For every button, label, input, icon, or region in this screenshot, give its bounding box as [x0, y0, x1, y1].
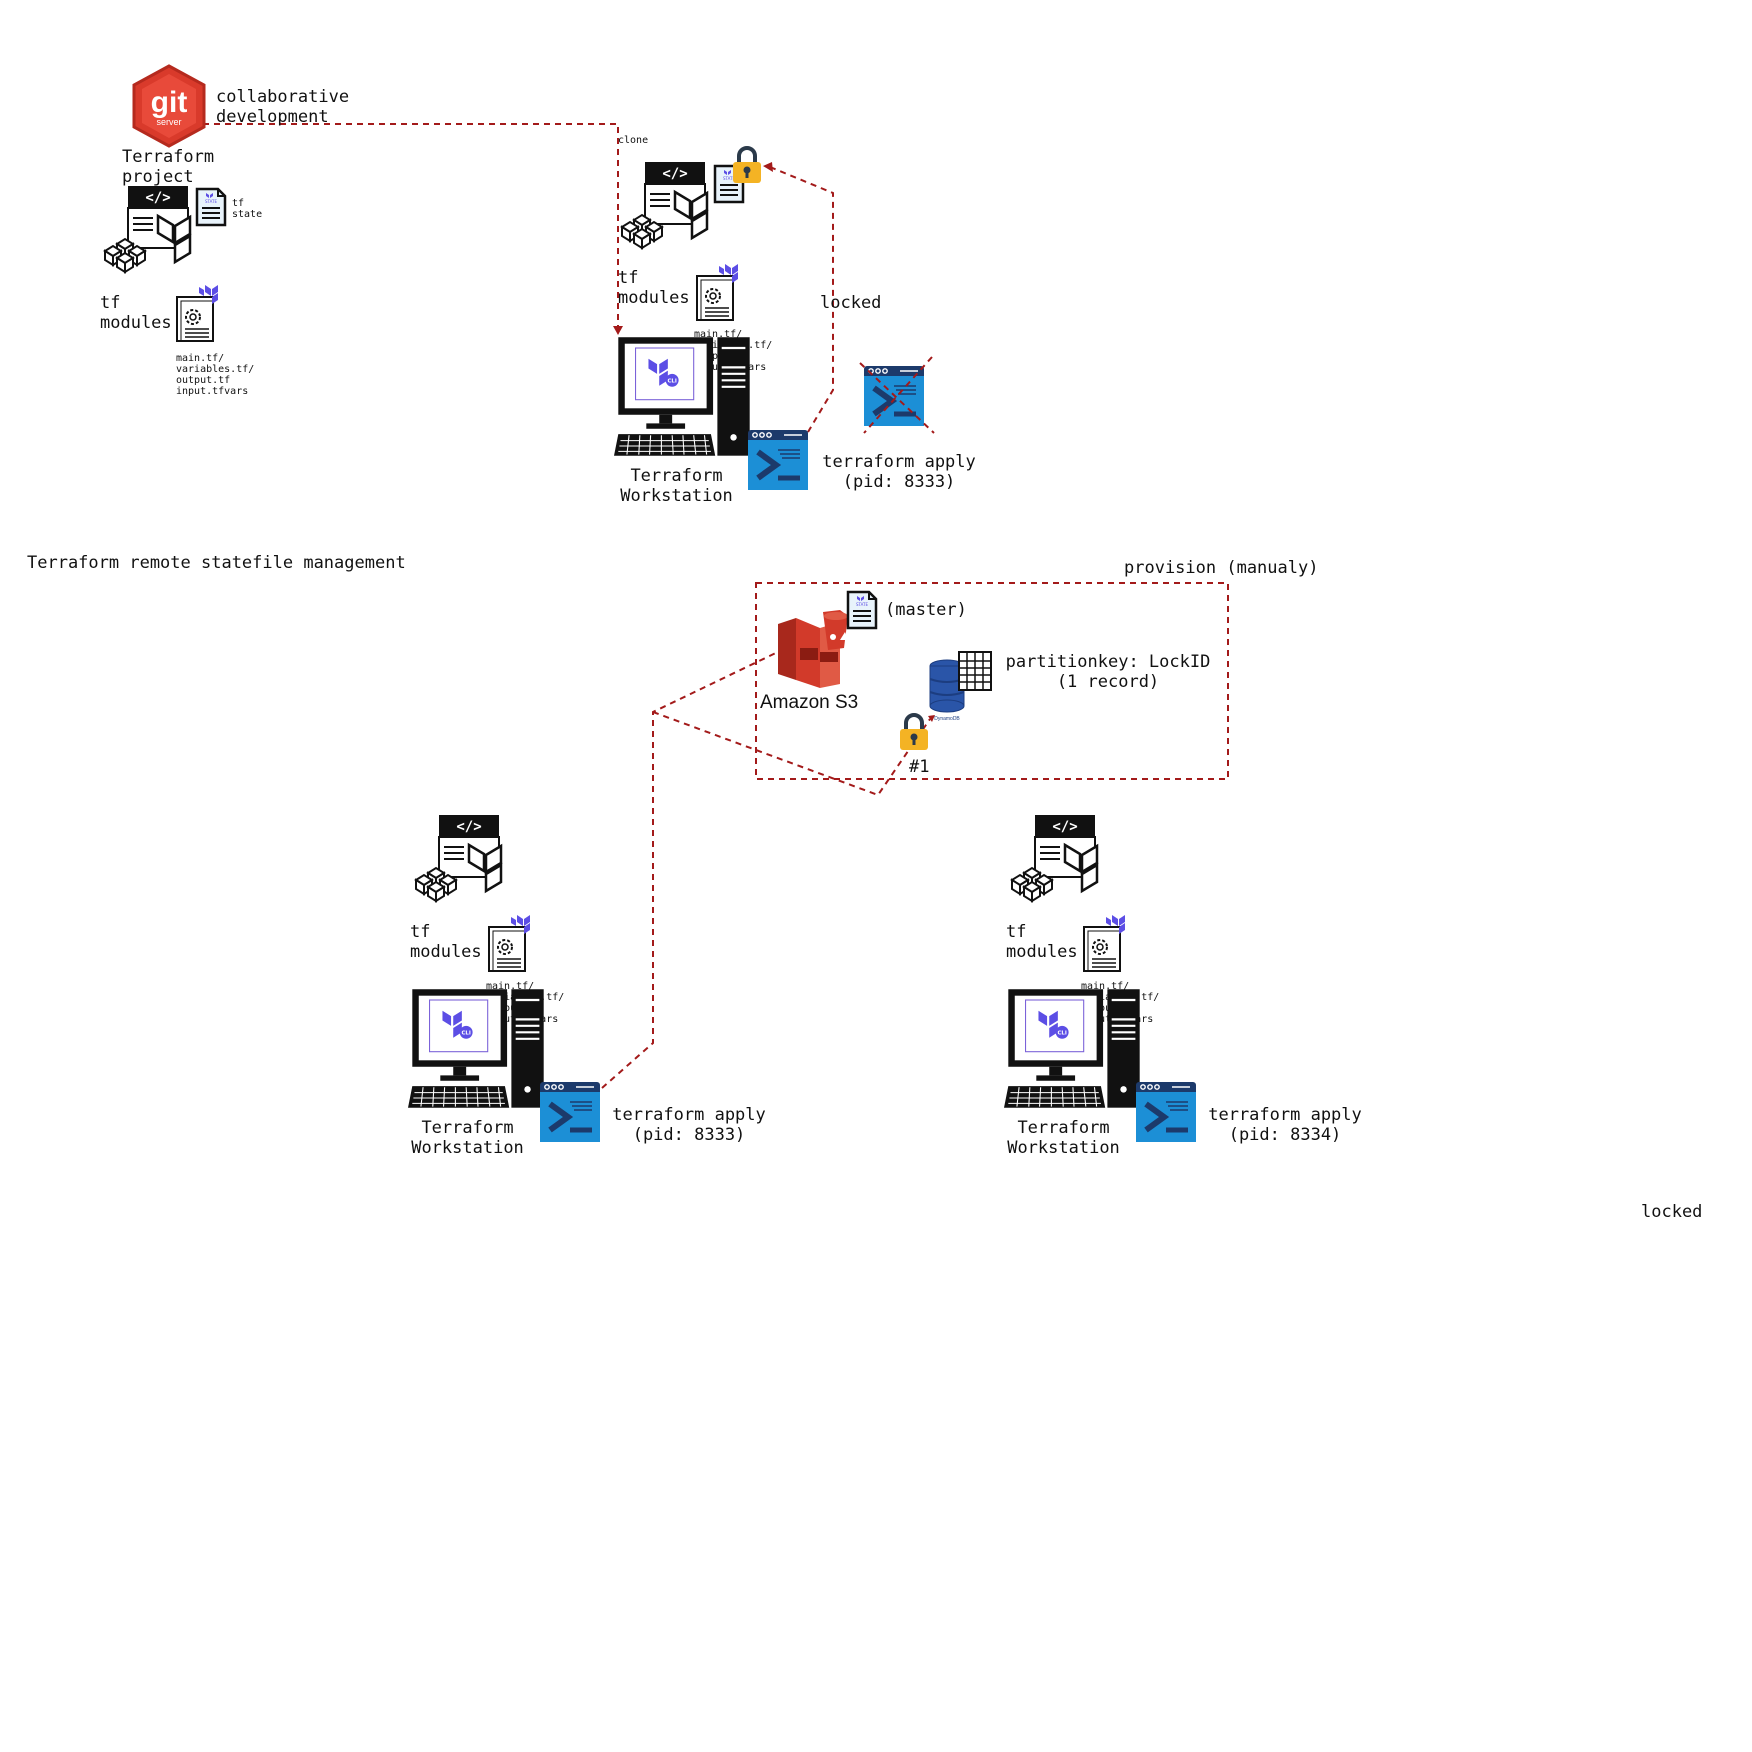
- terminal-icon: [1136, 1082, 1196, 1142]
- git-label: collaborative development: [216, 87, 350, 127]
- clone-connector: [192, 123, 619, 328]
- ws-right-command: terraform apply (pid: 8334): [1208, 1105, 1362, 1145]
- ws-top-locked-label: locked: [820, 293, 882, 313]
- dynamo-text: DynamoDB: [934, 716, 960, 722]
- git-logo-sub: server: [156, 117, 181, 127]
- master-state-icon: [845, 590, 879, 630]
- ws-top-modules-label: tf modules: [618, 268, 690, 308]
- project-files-label: main.tf/ variables.tf/ output.tf input.t…: [176, 353, 255, 397]
- git-logo-text: git: [151, 86, 188, 119]
- lock-icon: [731, 145, 763, 185]
- terminal-icon: [748, 430, 808, 490]
- config-file-icon: [175, 283, 225, 343]
- dynamodb-icon: DynamoDB: [929, 651, 992, 722]
- master-label: (master): [885, 600, 967, 620]
- lock-icon: [898, 712, 930, 752]
- config-file-icon: [695, 262, 745, 322]
- workstation-icon: [1004, 987, 1144, 1111]
- ws-left-name: Terraform Workstation: [411, 1118, 524, 1158]
- bottom-locked-label: locked: [1641, 1202, 1703, 1222]
- ws-left-command: terraform apply (pid: 8333): [612, 1105, 766, 1145]
- ws-right-modules-label: tf modules: [1006, 922, 1078, 962]
- workstation-icon: [408, 987, 548, 1111]
- project-title: Terraform project: [122, 147, 215, 187]
- ws-left-modules-label: tf modules: [410, 922, 482, 962]
- config-file-icon: [1082, 913, 1132, 973]
- backend-connector-2: [652, 711, 931, 797]
- config-file-icon: [487, 913, 537, 973]
- terminal-icon: [540, 1082, 600, 1142]
- ws-top-command: terraform apply (pid: 8333): [822, 452, 976, 492]
- section-title: Terraform remote statefile management: [27, 553, 406, 573]
- project-bundle-icon: [1010, 813, 1130, 923]
- ws-top-name: Terraform Workstation: [620, 466, 733, 506]
- workstation-icon: [614, 335, 754, 459]
- project-state-label: tf state: [232, 198, 263, 220]
- ws-right-name: Terraform Workstation: [1007, 1118, 1120, 1158]
- locked-connector: [769, 166, 834, 433]
- lock-id-label: #1: [909, 757, 930, 777]
- project-modules-label: tf modules: [100, 293, 172, 333]
- table-label: partitionkey: LockID (1 record): [1005, 652, 1211, 692]
- blocked-cross: [859, 356, 935, 434]
- state-file-icon: [194, 187, 228, 227]
- provision-box: [755, 582, 1229, 780]
- clone-label: clone: [618, 135, 649, 146]
- project-bundle-icon: [414, 813, 534, 923]
- backend-connector: [601, 649, 783, 1089]
- git-server-logo: git server: [132, 64, 206, 148]
- s3-bucket-icon: [778, 610, 848, 688]
- provision-label: provision (manualy): [1124, 558, 1319, 578]
- s3-label: Amazon S3: [760, 692, 859, 713]
